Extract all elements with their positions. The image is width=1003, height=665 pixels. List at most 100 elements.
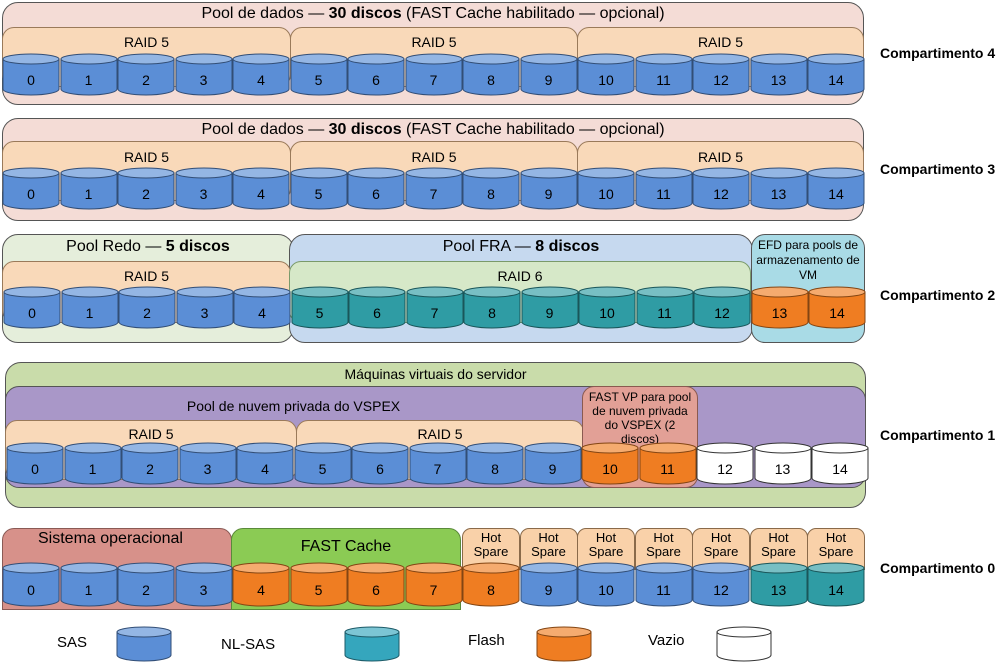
enc2-disk-11: 11 bbox=[636, 286, 694, 329]
disk-number: 5 bbox=[315, 304, 324, 321]
disk-number: 4 bbox=[257, 581, 265, 598]
legend-nlsas-icon bbox=[344, 626, 400, 662]
enc1-raid-label-2: RAID 5 bbox=[417, 426, 463, 442]
enc4-disk-5: 5 bbox=[290, 53, 348, 96]
enc1-disk-11: 11 bbox=[639, 442, 697, 485]
enc4-raid-label-3: RAID 5 bbox=[697, 34, 744, 50]
enc1-disk-8: 8 bbox=[466, 442, 524, 485]
disk-number: 13 bbox=[774, 460, 791, 477]
legend-flash-icon bbox=[536, 626, 592, 662]
enc2-disk-14: 14 bbox=[808, 286, 866, 329]
legend-empty-label: Vazio bbox=[648, 632, 685, 649]
enc3-disk-5: 5 bbox=[290, 167, 348, 210]
disk-number: 0 bbox=[27, 185, 35, 202]
enc0-disk-12: 12 bbox=[692, 562, 750, 607]
enc1-disk-2: 2 bbox=[121, 442, 179, 485]
enc3-disk-1: 1 bbox=[60, 167, 118, 210]
enc4-disk-2: 2 bbox=[117, 53, 175, 96]
disk-number: 14 bbox=[828, 71, 844, 88]
disk-number: 9 bbox=[544, 581, 553, 598]
disk-number: 6 bbox=[376, 460, 384, 477]
enc0-disk-0: 0 bbox=[2, 562, 60, 607]
disk-number: 10 bbox=[602, 460, 618, 477]
disk-number: 7 bbox=[433, 460, 442, 477]
disk-number: 13 bbox=[770, 581, 787, 598]
enc3-disk-12: 12 bbox=[692, 167, 750, 210]
enc4-disk-12: 12 bbox=[692, 53, 750, 96]
disk-number: 2 bbox=[142, 71, 150, 88]
enc2-disk-12: 12 bbox=[693, 286, 751, 329]
disk-number: 8 bbox=[487, 581, 495, 598]
disk-number: 12 bbox=[713, 581, 729, 598]
disk-number: 14 bbox=[828, 581, 844, 598]
enc4-disk-10: 10 bbox=[577, 53, 635, 96]
enc3-disk-14: 14 bbox=[807, 167, 865, 210]
enc4-disk-4: 4 bbox=[232, 53, 290, 96]
disk-number: 3 bbox=[200, 304, 209, 321]
enc0-disk-11: 11 bbox=[635, 562, 693, 607]
disk-number: 10 bbox=[598, 71, 614, 88]
enc1-label: Compartimento 1 bbox=[880, 427, 996, 443]
enc2-disk-6: 6 bbox=[348, 286, 406, 329]
enc2-disk-5: 5 bbox=[291, 286, 349, 329]
enc1-disk-13: 13 bbox=[754, 442, 812, 485]
disk-number: 8 bbox=[487, 185, 495, 202]
disk-number: 6 bbox=[372, 185, 380, 202]
enc2-disk-10: 10 bbox=[578, 286, 636, 329]
enc0-disk-2: 2 bbox=[117, 562, 175, 607]
disk-number: 2 bbox=[142, 581, 150, 598]
enc3-disk-6: 6 bbox=[347, 167, 405, 210]
legend-sas-icon bbox=[116, 626, 172, 662]
disk-number: 12 bbox=[717, 460, 733, 477]
disk-number: 4 bbox=[258, 304, 266, 321]
enc0-disk-3: 3 bbox=[175, 562, 233, 607]
disk-number: 4 bbox=[261, 460, 269, 477]
disk-number: 11 bbox=[656, 581, 671, 598]
disk-number: 8 bbox=[491, 460, 499, 477]
enc4-disk-13: 13 bbox=[750, 53, 808, 96]
enc4-pool-title: Pool de dados — 30 discos (FAST Cache ha… bbox=[201, 5, 665, 22]
enc2-disk-8: 8 bbox=[463, 286, 521, 329]
enc2-efd-label: EFD para pools de armazenamento de VM bbox=[756, 238, 860, 282]
enc1-disk-12: 12 bbox=[696, 442, 754, 485]
enc1-disk-7: 7 bbox=[409, 442, 467, 485]
enc4-raid-label-2: RAID 5 bbox=[411, 34, 457, 50]
disk-number: 0 bbox=[27, 581, 35, 598]
disk-number: 7 bbox=[429, 185, 438, 202]
enc0-disk-5: 5 bbox=[290, 562, 348, 607]
disk-number: 2 bbox=[142, 185, 150, 202]
disk-number: 1 bbox=[84, 581, 93, 598]
enc4-disk-11: 11 bbox=[635, 53, 693, 96]
enc1-disk-9: 9 bbox=[524, 442, 582, 485]
enc1-disk-3: 3 bbox=[179, 442, 237, 485]
disk-number: 0 bbox=[27, 71, 35, 88]
enc1-disk-14: 14 bbox=[811, 442, 869, 485]
enc0-label: Compartimento 0 bbox=[880, 560, 996, 576]
enc2-disk-3: 3 bbox=[176, 286, 234, 329]
enc3-disk-3: 3 bbox=[175, 167, 233, 210]
disk-number: 0 bbox=[31, 460, 39, 477]
enc4-disk-9: 9 bbox=[520, 53, 578, 96]
enc2-redo-title: Pool Redo — 5 discos bbox=[66, 238, 230, 255]
enc0-disk-8: 8 bbox=[462, 562, 520, 607]
disk-number: 13 bbox=[770, 71, 787, 88]
enc3-disk-13: 13 bbox=[750, 167, 808, 210]
disk-number: 14 bbox=[829, 304, 845, 321]
disk-number: 2 bbox=[146, 460, 154, 477]
enc0-disk-7: 7 bbox=[405, 562, 463, 607]
enc1-disk-4: 4 bbox=[236, 442, 294, 485]
enc4-disk-14: 14 bbox=[807, 53, 865, 96]
disk-number: 12 bbox=[714, 304, 730, 321]
enc3-raid-label-3: RAID 5 bbox=[697, 149, 744, 165]
enc2-raid5-label: RAID 5 bbox=[123, 268, 170, 284]
enc2-fra-title: Pool FRA — 8 discos bbox=[442, 238, 600, 255]
disk-number: 1 bbox=[85, 304, 94, 321]
disk-number: 11 bbox=[656, 71, 671, 88]
enc0-os-label: Sistema operacional bbox=[38, 530, 183, 547]
enc0-disk-1: 1 bbox=[60, 562, 118, 607]
legend-sas-label: SAS bbox=[57, 634, 88, 651]
disk-number: 1 bbox=[88, 460, 97, 477]
enc3-disk-8: 8 bbox=[462, 167, 520, 210]
disk-number: 12 bbox=[713, 71, 729, 88]
enc2-disk-7: 7 bbox=[406, 286, 464, 329]
